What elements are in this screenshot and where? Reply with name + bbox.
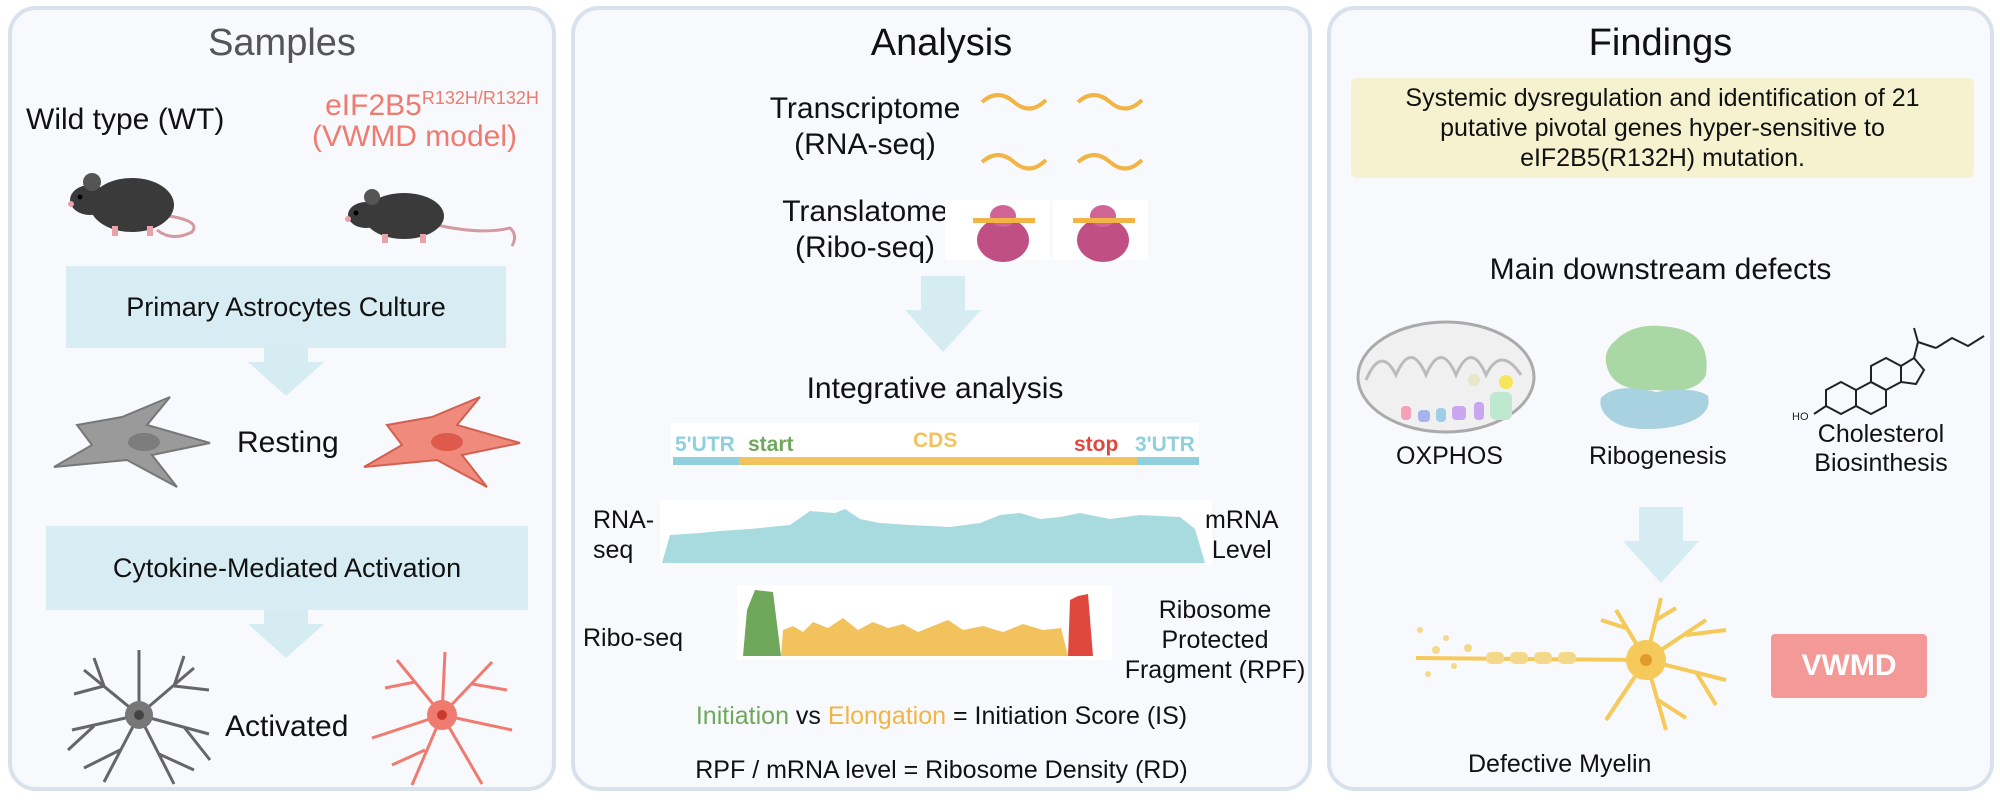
findings-title: Findings bbox=[1588, 22, 1733, 64]
eq-initiation: Initiation bbox=[695, 702, 789, 730]
findings-panel: Findings Systemic dysregulation and iden… bbox=[1327, 6, 1994, 791]
cds-bar bbox=[739, 457, 1137, 465]
stop-label: stop bbox=[1074, 433, 1119, 456]
vwmd-badge: VWMD bbox=[1771, 634, 1927, 698]
cholesterol-structure-icon: HO bbox=[1792, 327, 1985, 423]
wt-label: Wild type (WT) bbox=[26, 103, 225, 136]
rna-seq-coverage-track bbox=[662, 509, 1205, 563]
utr3-bar bbox=[1137, 457, 1199, 465]
activated-label: Activated bbox=[225, 710, 349, 743]
mitochondrion-icon bbox=[1356, 320, 1536, 434]
neuron-icon bbox=[1415, 597, 1727, 731]
eq-elongation: Elongation bbox=[827, 702, 947, 730]
samples-panel: Samples Wild type (WT) eIF2B5R132H/R132H… bbox=[8, 6, 556, 791]
analysis-arrow-icon bbox=[905, 276, 981, 352]
culture-arrow-icon bbox=[248, 348, 324, 396]
eq-rest: = Initiation Score (IS) bbox=[946, 702, 1188, 730]
wt-mouse-icon bbox=[68, 173, 196, 238]
utr5-label: 5'UTR bbox=[675, 433, 735, 456]
integrative-title: Integrative analysis bbox=[806, 372, 1064, 405]
ribosome-density-equation: RPF / mRNA level = Ribosome Density (RD) bbox=[695, 756, 1188, 784]
ribosome-subunits-icon bbox=[1600, 325, 1709, 429]
initiation-score-equation: Initiation vs Elongation = Initiation Sc… bbox=[575, 700, 1308, 733]
translatome-label: Translatome bbox=[782, 195, 948, 228]
resting-label: Resting bbox=[237, 426, 339, 459]
ribo-seq-track-label: Ribo-seq bbox=[583, 624, 684, 652]
utr3-label: 3'UTR bbox=[1135, 433, 1195, 456]
oxphos-label: OXPHOS bbox=[1396, 442, 1503, 470]
mutant-activated-astrocyte-icon bbox=[371, 651, 513, 786]
vwmd-label: VWMD bbox=[1801, 649, 1897, 682]
rna-seq-track-label: RNA- seq bbox=[593, 506, 655, 564]
transcriptome-label: Transcriptome bbox=[769, 92, 961, 125]
rna-seq-paren-label: (RNA-seq) bbox=[794, 128, 936, 161]
summary-text: Systemic dysregulation and identificatio… bbox=[1405, 84, 1920, 172]
analysis-panel: Analysis Transcriptome (RNA-seq) Transla… bbox=[571, 6, 1312, 791]
ribo-seq-coverage-track bbox=[743, 590, 1093, 656]
mutant-mouse-icon bbox=[345, 189, 517, 247]
myelin-label: Defective Myelin bbox=[1468, 750, 1652, 778]
ho-label: HO bbox=[1792, 411, 1809, 423]
cds-label: CDS bbox=[913, 429, 958, 452]
mrna-icon bbox=[980, 93, 1144, 171]
ribogenesis-label: Ribogenesis bbox=[1589, 442, 1727, 470]
rpf-label: Ribosome Protected Fragment (RPF) bbox=[1124, 596, 1306, 684]
mutant-genotype: R132H/R132H bbox=[421, 88, 539, 108]
samples-title: Samples bbox=[208, 22, 356, 64]
findings-arrow-icon bbox=[1623, 507, 1699, 583]
analysis-title: Analysis bbox=[870, 22, 1013, 64]
utr5-bar bbox=[673, 457, 739, 465]
mrna-level-label: mRNA Level bbox=[1205, 506, 1279, 564]
culture-box: Primary Astrocytes Culture bbox=[66, 266, 506, 348]
mutant-resting-astrocyte-icon bbox=[363, 396, 521, 488]
activation-box: Cytokine-Mediated Activation bbox=[46, 526, 528, 610]
defects-title: Main downstream defects bbox=[1489, 253, 1832, 286]
ribosome-icon bbox=[945, 200, 1148, 262]
mutant-label: eIF2B5R132H/R132H bbox=[297, 82, 567, 122]
activation-arrow-icon bbox=[248, 610, 324, 658]
start-label: start bbox=[748, 433, 794, 456]
mutant-gene: eIF2B5 bbox=[325, 89, 422, 122]
ribo-seq-paren-label: (Ribo-seq) bbox=[794, 231, 936, 264]
wt-resting-astrocyte-icon bbox=[53, 396, 211, 488]
eq-vs: vs bbox=[788, 702, 828, 730]
mutant-model-label: (VWMD model) bbox=[312, 120, 518, 153]
wt-activated-astrocyte-icon bbox=[66, 650, 212, 785]
summary-box: Systemic dysregulation and identificatio… bbox=[1351, 78, 1974, 178]
cholesterol-label: Cholesterol Biosinthesis bbox=[1814, 420, 1948, 477]
